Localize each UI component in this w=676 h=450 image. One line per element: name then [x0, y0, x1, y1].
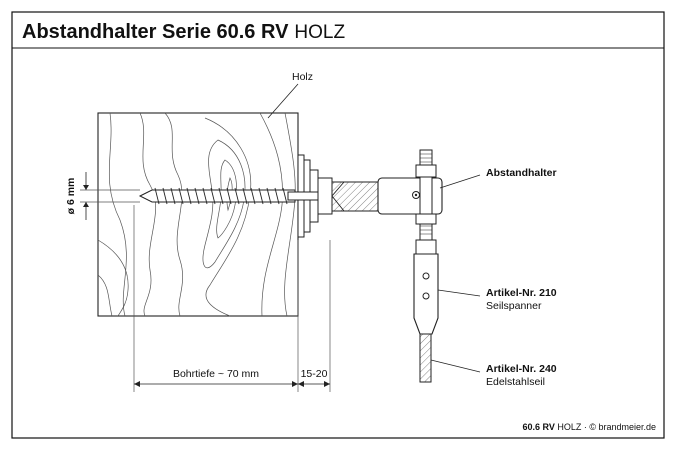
frame-border [11, 11, 665, 439]
callouts: Holz Abstandhalter Artikel-Nr. 210 Seils… [267, 71, 557, 388]
wood-grain [97, 112, 296, 317]
footer-model: 60.6 RV [522, 422, 554, 432]
diameter-dimension: ø 6 mm [65, 172, 140, 220]
artikel-240-label: Artikel-Nr. 240 [486, 363, 557, 375]
edelstahlseil-label: Edelstahlseil [486, 376, 545, 388]
footer-rest: HOLZ · © brandmeier.de [555, 422, 656, 432]
artikel-210-label: Artikel-Nr. 210 [486, 287, 557, 299]
diameter-label: ø 6 mm [65, 178, 77, 215]
steel-cable [419, 333, 432, 383]
title-sub: HOLZ [294, 22, 345, 43]
bohrtiefe-label: Bohrtiefe ~ 70 mm [173, 368, 259, 380]
hex-nut [317, 177, 333, 215]
wood-screw [138, 187, 325, 205]
abstand-label: 15-20 [301, 368, 328, 380]
seilspanner-label: Seilspanner [486, 300, 542, 312]
wood-block [97, 112, 299, 317]
depth-dimension: Bohrtiefe ~ 70 mm 15-20 [133, 205, 331, 392]
footer-credit: 60.6 RV HOLZ · © brandmeier.de [522, 422, 656, 432]
abstandhalter-label: Abstandhalter [486, 167, 557, 179]
holz-label: Holz [292, 71, 313, 83]
vertical-rod [415, 149, 437, 241]
title-main: Abstandhalter Serie 60.6 RV [22, 21, 289, 43]
cable-tensioner [413, 239, 439, 335]
